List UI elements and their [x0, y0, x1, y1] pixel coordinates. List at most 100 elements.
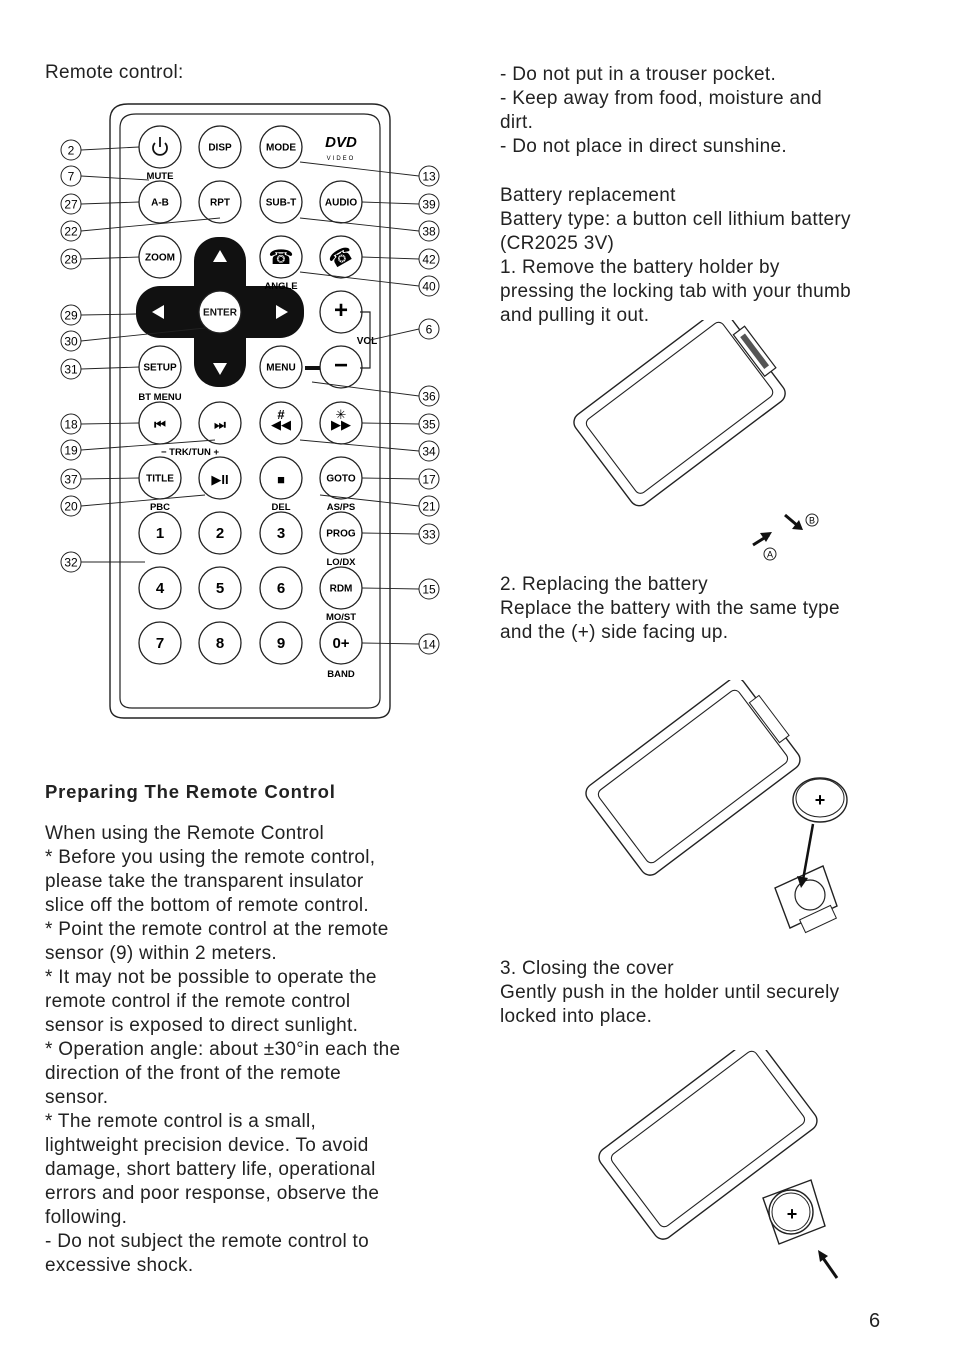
leftlines-line: * Before you using the remote control, [45, 847, 376, 868]
section-title: Preparing The Remote Control [45, 781, 336, 802]
leftlines-line: remote control if the remote control [45, 991, 351, 1012]
label-b: B [809, 516, 815, 526]
leftlines-line: following. [45, 1207, 128, 1228]
callout-20: 20 [64, 500, 78, 514]
button-label: RPT [210, 198, 230, 209]
n9-button[interactable]: 9 [259, 621, 303, 665]
n2-button[interactable]: 2 [198, 511, 242, 555]
callout-6: 6 [426, 323, 433, 337]
rpt-button[interactable]: RPT [198, 180, 242, 224]
n0-button[interactable]: 0+ [319, 621, 363, 665]
goto-button[interactable]: GOTO [319, 456, 363, 500]
button-label: 8 [216, 635, 224, 652]
n3-button[interactable]: 3 [259, 511, 303, 555]
arrow-a-icon [752, 532, 772, 547]
next-button[interactable]: ⏭ [198, 401, 242, 445]
title-button[interactable]: TITLE [138, 456, 182, 500]
bullets-line: - Do not place in direct sunshine. [500, 136, 787, 157]
n5-button[interactable]: 5 [198, 566, 242, 610]
button-label: ◀◀ [271, 417, 291, 432]
voldown-button[interactable]: − [319, 345, 363, 389]
audio-button[interactable]: AUDIO [319, 180, 363, 224]
button-label: TITLE [146, 474, 174, 485]
volup-button[interactable]: + [319, 290, 363, 334]
button-label: 1 [156, 525, 164, 542]
callout-15: 15 [422, 583, 436, 597]
button-label: 2 [216, 525, 224, 542]
callout-34: 34 [422, 445, 436, 459]
remote-control-heading: Remote control: [45, 62, 184, 83]
callout-35: 35 [422, 418, 436, 432]
leftlines-line: - Do not subject the remote control to [45, 1231, 369, 1252]
svg-text:DVD: DVD [325, 134, 357, 151]
step2-line: 2. Replacing the battery [500, 574, 708, 595]
button-label: ⏭ [214, 417, 226, 432]
coin-battery-icon: + [792, 777, 848, 823]
prev-button[interactable]: ⏮ [138, 401, 182, 445]
down-arrow-icon [797, 823, 815, 888]
enter-button[interactable]: ENTER [198, 290, 242, 334]
callout-14: 14 [422, 638, 436, 652]
page-number: 6 [869, 1310, 881, 1332]
prog-button[interactable]: PROG [319, 511, 363, 555]
callout-39: 39 [422, 198, 436, 212]
setup-button[interactable]: SETUP [138, 345, 182, 389]
sublabel-asps: AS/PS [327, 502, 356, 513]
ab-button[interactable]: A-B [138, 180, 182, 224]
callout-32: 32 [64, 556, 78, 570]
disp-button[interactable]: DISP [198, 125, 242, 169]
leftlines-line: please take the transparent insulator [45, 871, 364, 892]
n6-button[interactable]: 6 [259, 566, 303, 610]
phone-answer-icon-button[interactable]: ☎ [319, 235, 363, 279]
menu-button[interactable]: MENU [259, 345, 303, 389]
button-label: + [334, 297, 348, 324]
leftlines-line: errors and poor response, observe the [45, 1183, 380, 1204]
button-label: ▶▶ [331, 417, 351, 432]
sublabel-hash: # [277, 407, 285, 422]
battery-plus: + [815, 790, 826, 810]
callout-37: 37 [64, 473, 78, 487]
dpad-arrows [152, 250, 288, 375]
play-button[interactable]: ▶II [198, 456, 242, 500]
vol-bracket [360, 311, 371, 369]
sublabel-del: DEL [272, 502, 291, 513]
leftlines-line: sensor (9) within 2 meters. [45, 943, 277, 964]
stop-button[interactable]: ■ [259, 456, 303, 500]
power-icon-button[interactable] [138, 125, 182, 169]
remote-body-inner [119, 113, 381, 709]
leftlines-line: When using the Remote Control [45, 823, 325, 844]
leftlines-line: * The remote control is a small, [45, 1111, 317, 1132]
n1-button[interactable]: 1 [138, 511, 182, 555]
up-arrow-icon [213, 250, 227, 262]
leftlines-line: lightweight precision device. To avoid [45, 1135, 369, 1156]
button-label: ■ [277, 472, 285, 487]
battery-plus-2: + [787, 1204, 798, 1224]
button-label: SUB-T [266, 198, 297, 209]
leftlines-line: damage, short battery life, operational [45, 1159, 376, 1180]
bullets-line: - Keep away from food, moisture and [500, 88, 823, 109]
button-label: ▶II [211, 472, 228, 487]
sublabel-pbc: PBC [150, 502, 170, 513]
battery-line: pressing the locking tab with your thumb [500, 281, 852, 302]
mode-button[interactable]: MODE [259, 125, 303, 169]
sublabel-band: BAND [327, 669, 355, 680]
rew-button[interactable]: ◀◀ [259, 401, 303, 445]
callout-19: 19 [64, 444, 78, 458]
rdm-button[interactable]: RDM [319, 566, 363, 610]
callout-21: 21 [422, 500, 436, 514]
zoom-button[interactable]: ZOOM [138, 235, 182, 279]
n7-button[interactable]: 7 [138, 621, 182, 665]
callout-33: 33 [422, 528, 436, 542]
button-label: A-B [151, 198, 169, 209]
bullets-line: - Do not put in a trouser pocket. [500, 64, 777, 85]
button-label: SETUP [143, 363, 177, 374]
phone-hangup-icon-button[interactable]: ☎ [259, 235, 303, 279]
leftlines-line: * Operation angle: about ±30°in each the [45, 1039, 401, 1060]
n8-button[interactable]: 8 [198, 621, 242, 665]
button-label: 0+ [332, 635, 349, 652]
subt-button[interactable]: SUB-T [259, 180, 303, 224]
n4-button[interactable]: 4 [138, 566, 182, 610]
button-label: ⏮ [154, 417, 166, 432]
button-label: RDM [330, 584, 353, 595]
